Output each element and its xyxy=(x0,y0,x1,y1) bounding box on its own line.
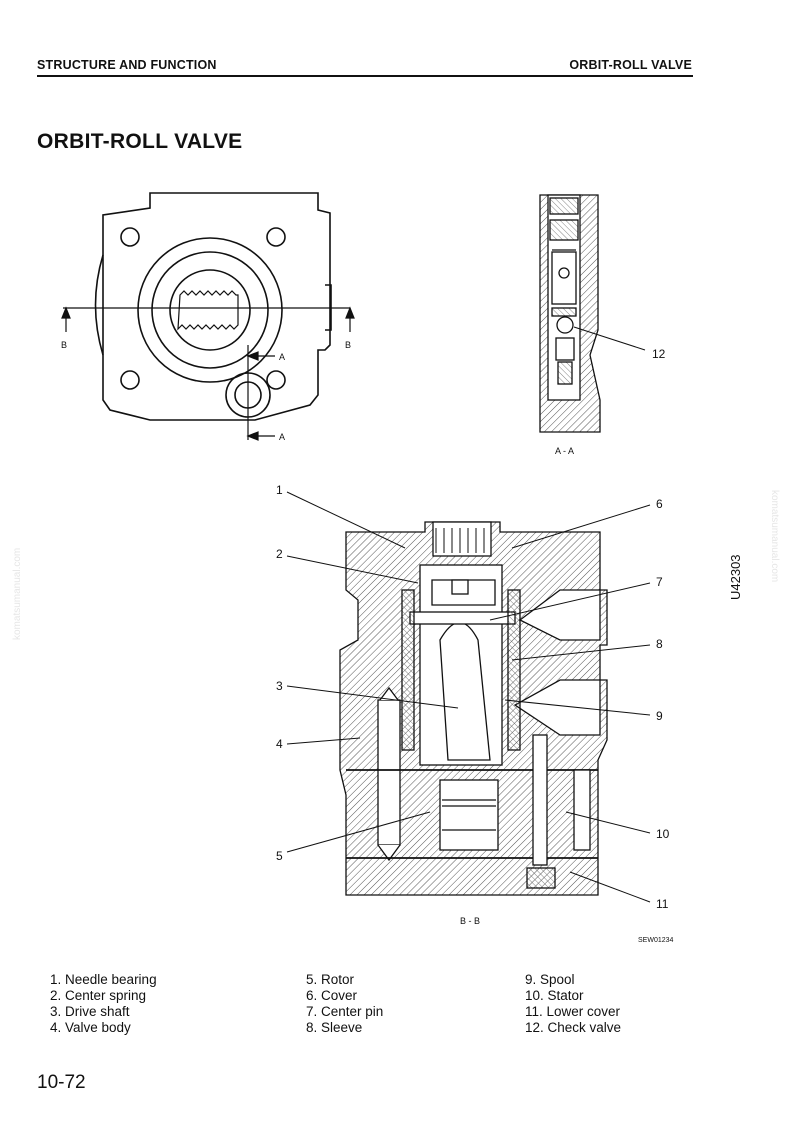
section-label-b-left: B xyxy=(61,340,67,350)
legend-item: 3. Drive shaft xyxy=(50,1004,130,1019)
section-bb-view xyxy=(339,521,608,896)
legend-item: 2. Center spring xyxy=(50,988,147,1003)
callout-1: 1 xyxy=(276,483,283,497)
legend-column-2: 5. Rotor 6. Cover 7. Center pin 8. Sleev… xyxy=(306,972,383,1036)
section-label-b-right: B xyxy=(345,340,351,350)
legend-item: 4. Valve body xyxy=(50,1020,131,1035)
section-aa-view xyxy=(539,194,601,433)
page-title: ORBIT-ROLL VALVE xyxy=(37,130,243,153)
section-marks xyxy=(61,306,355,441)
view-aa-caption: A - A xyxy=(555,446,574,456)
header-topic-title: ORBIT-ROLL VALVE xyxy=(569,58,692,72)
callout-8: 8 xyxy=(656,637,663,651)
legend-item: 6. Cover xyxy=(306,988,358,1003)
legend-item: 9. Spool xyxy=(525,972,575,987)
callout-7: 7 xyxy=(656,575,663,589)
page-number: 10-72 xyxy=(37,1072,86,1093)
legend-item: 7. Center pin xyxy=(306,1004,384,1019)
side-code: U42303 xyxy=(728,554,743,600)
callout-3: 3 xyxy=(276,679,283,693)
header-section-title: STRUCTURE AND FUNCTION xyxy=(37,58,217,72)
legend-item: 5. Rotor xyxy=(306,972,355,987)
callout-4: 4 xyxy=(276,737,283,751)
callout-leaders xyxy=(286,491,651,903)
front-view xyxy=(63,192,350,440)
callout-11: 11 xyxy=(656,897,669,911)
view-bb-caption: B - B xyxy=(460,916,480,926)
callout-9: 9 xyxy=(656,709,663,723)
callout-12: 12 xyxy=(652,347,666,361)
callout-10: 10 xyxy=(656,827,670,841)
legend-item: 8. Sleeve xyxy=(306,1020,363,1035)
legend-item: 12. Check valve xyxy=(525,1020,622,1035)
legend-column-3: 9. Spool 10. Stator 11. Lower cover 12. … xyxy=(525,972,621,1036)
callout-6: 6 xyxy=(656,497,663,511)
section-label-a-bottom: A xyxy=(279,432,285,442)
leader-12 xyxy=(573,326,646,351)
legend-item: 1. Needle bearing xyxy=(50,972,157,987)
watermark-right: komatsumanual.com xyxy=(769,490,780,582)
section-label-a-top: A xyxy=(279,352,285,362)
watermark-left: komatsumanual.com xyxy=(12,548,23,640)
legend-item: 11. Lower cover xyxy=(525,1004,621,1019)
legend-item: 10. Stator xyxy=(525,988,584,1003)
legend-column-1: 1. Needle bearing 2. Center spring 3. Dr… xyxy=(50,972,157,1036)
header-rule xyxy=(37,75,693,77)
callout-2: 2 xyxy=(276,547,283,561)
callout-5: 5 xyxy=(276,849,283,863)
figure-code: SEW01234 xyxy=(638,937,674,944)
